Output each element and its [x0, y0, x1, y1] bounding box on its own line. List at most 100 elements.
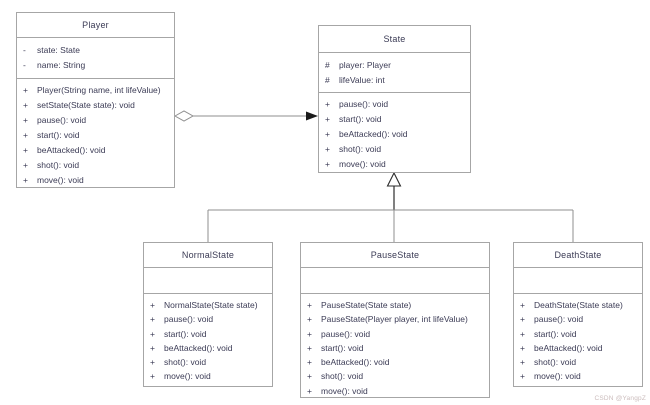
- visibility-symbol: +: [307, 342, 312, 353]
- method-row: +start(): void: [150, 327, 266, 341]
- member-text: DeathState(State state): [534, 300, 623, 310]
- class-title: PauseState: [301, 243, 489, 268]
- visibility-symbol: #: [325, 60, 330, 70]
- visibility-symbol: +: [307, 328, 312, 339]
- class-title: State: [319, 26, 470, 53]
- visibility-symbol: +: [307, 385, 312, 396]
- visibility-symbol: +: [23, 160, 28, 170]
- visibility-symbol: +: [520, 328, 525, 339]
- visibility-symbol: +: [23, 115, 28, 125]
- method-row: + beAttacked(): void: [150, 341, 266, 355]
- visibility-symbol: +: [325, 99, 330, 109]
- method-row: +shot(): void: [150, 355, 266, 369]
- member-text: pause(): void: [37, 115, 87, 125]
- method-row: +move(): void: [520, 369, 636, 383]
- visibility-symbol: +: [150, 328, 155, 339]
- method-row: +shot(): void: [520, 355, 636, 369]
- method-row: +pause(): void: [150, 312, 266, 326]
- methods-section: +NormalState(State state) +pause(): void…: [144, 294, 272, 386]
- visibility-symbol: +: [23, 85, 28, 95]
- method-row: +PauseState(Player player, int lifeValue…: [307, 312, 483, 326]
- visibility-symbol: +: [307, 357, 312, 368]
- method-row: +DeathState(State state): [520, 298, 636, 312]
- visibility-symbol: +: [325, 159, 330, 169]
- method-row: + pause(): void: [325, 97, 464, 112]
- member-text: PauseState(Player player, int lifeValue): [321, 314, 468, 325]
- visibility-symbol: -: [23, 60, 26, 70]
- method-row: +Player(String name, int lifeValue): [23, 83, 168, 98]
- member-text: PauseState(State state): [321, 300, 412, 310]
- class-title: Player: [17, 13, 174, 38]
- methods-section: +Player(String name, int lifeValue) + set…: [17, 79, 174, 187]
- attributes-section-empty: [144, 268, 272, 294]
- method-row: + PauseState(State state): [307, 298, 483, 312]
- visibility-symbol: +: [150, 342, 155, 353]
- member-text: lifeValue: int: [339, 75, 385, 85]
- method-row: +shot(): void: [307, 369, 483, 383]
- visibility-symbol: +: [520, 357, 525, 368]
- member-text: name: String: [37, 60, 86, 70]
- member-text: beAttacked(): void: [339, 129, 408, 139]
- member-text: pause(): void: [321, 328, 371, 339]
- attribute-row: - name: String: [23, 58, 168, 73]
- visibility-symbol: +: [23, 145, 28, 155]
- class-box-deathstate: DeathState +DeathState(State state) +pau…: [513, 242, 643, 387]
- member-text: start(): void: [321, 342, 364, 353]
- visibility-symbol: +: [520, 314, 525, 325]
- member-text: beAttacked(): void: [321, 357, 390, 368]
- member-text: start(): void: [339, 114, 382, 124]
- class-box-normalstate: NormalState +NormalState(State state) +p…: [143, 242, 273, 387]
- method-row: + shot(): void: [23, 158, 168, 173]
- method-row: +move(): void: [23, 173, 168, 187]
- visibility-symbol: -: [23, 45, 26, 55]
- visibility-symbol: +: [150, 371, 155, 382]
- inheritance-connector: [207, 171, 574, 242]
- attributes-section-empty: [301, 268, 489, 294]
- attribute-row: # player: Player: [325, 58, 464, 73]
- attributes-section: # player: Player # lifeValue: int: [319, 53, 470, 93]
- method-row: +move(): void: [325, 157, 464, 172]
- methods-section: + pause(): void + start(): void + beAttacke…: [319, 93, 470, 172]
- member-text: move(): void: [321, 385, 368, 396]
- methods-section: +PauseState(State state) +PauseState(Pla…: [301, 294, 489, 397]
- method-row: +beAttacked(): void: [23, 143, 168, 158]
- class-box-pausestate: PauseState +PauseState(State state) +Pau…: [300, 242, 490, 398]
- member-text: shot(): void: [37, 160, 80, 170]
- method-row: + start(): void: [325, 112, 464, 127]
- member-text: pause(): void: [534, 314, 584, 325]
- member-text: move(): void: [37, 175, 84, 185]
- member-text: move(): void: [164, 371, 211, 382]
- method-row: + move(): void: [307, 384, 483, 397]
- class-box-player: Player - state: State - name: String +Pl…: [16, 12, 175, 188]
- visibility-symbol: +: [325, 144, 330, 154]
- watermark-text: CSDN @YangpZ: [594, 395, 646, 402]
- method-row: + move(): void: [150, 369, 266, 383]
- method-row: +start(): void: [23, 128, 168, 143]
- member-text: move(): void: [534, 371, 581, 382]
- aggregation-arrowhead-icon: [306, 111, 318, 121]
- method-row: + beAttacked(): void: [325, 127, 464, 142]
- visibility-symbol: +: [520, 342, 525, 353]
- member-text: beAttacked(): void: [164, 342, 233, 353]
- member-text: setState(State state): void: [37, 100, 135, 110]
- visibility-symbol: +: [150, 300, 155, 310]
- attribute-row: - state: State: [23, 43, 168, 58]
- method-row: + pause(): void: [307, 327, 483, 341]
- member-text: state: State: [37, 45, 80, 55]
- attributes-section-empty: [514, 268, 642, 294]
- method-row: + setState(State state): void: [23, 98, 168, 113]
- member-text: beAttacked(): void: [534, 342, 603, 353]
- visibility-symbol: #: [325, 75, 330, 85]
- method-row: +shot(): void: [325, 142, 464, 157]
- visibility-symbol: +: [23, 100, 28, 110]
- visibility-symbol: +: [150, 314, 155, 325]
- attributes-section: - state: State - name: String: [17, 38, 174, 79]
- visibility-symbol: +: [307, 300, 312, 310]
- methods-section: +DeathState(State state) +pause(): void …: [514, 294, 642, 386]
- attribute-row: # lifeValue: int: [325, 73, 464, 88]
- member-text: pause(): void: [339, 99, 389, 109]
- visibility-symbol: +: [325, 114, 330, 124]
- visibility-symbol: +: [325, 129, 330, 139]
- member-text: start(): void: [534, 328, 577, 339]
